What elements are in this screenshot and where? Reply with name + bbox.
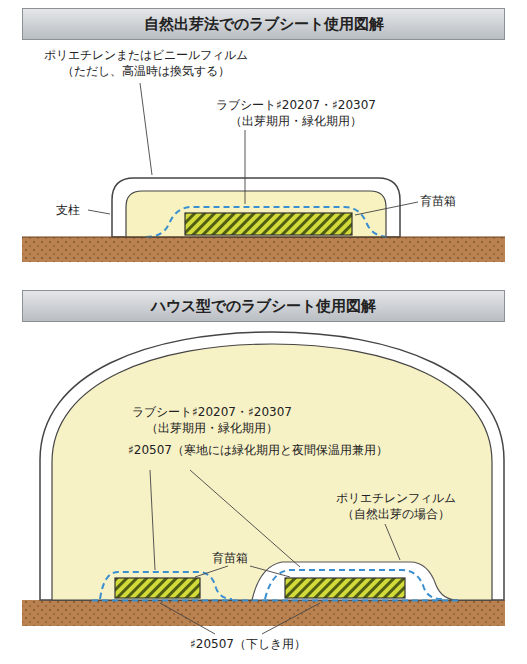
ground (22, 237, 505, 262)
tunnel-illustration (22, 178, 505, 262)
callout-label: ポリエチレンまたはビニールフィルム （ただし、高温時は換気する） (38, 47, 253, 79)
title-bar: ハウス型でのラブシート使用図解 (22, 290, 505, 322)
leader-lines (88, 83, 418, 215)
base-sheet (92, 600, 462, 602)
house-frame (40, 332, 504, 600)
seedling-box (115, 578, 200, 598)
rab-sheet (265, 570, 442, 599)
callout-label: ♯20507（下しき用） (190, 636, 306, 652)
house-inside (52, 344, 492, 600)
callout-label: 育苗箱 (420, 193, 456, 209)
title-bar: 自然出芽法でのラブシート使用図解 (22, 8, 505, 40)
callout-label: ♯20507（寒地には緑化期用と夜間保温用兼用） (128, 442, 388, 458)
rab-sheet (146, 207, 390, 237)
callout-label: 支柱 (56, 202, 80, 218)
house-illustration (22, 332, 505, 626)
callout-label: ラブシート♯20207・♯20307 （出芽期用・緑化期用） (116, 404, 308, 436)
polyethylene-film (252, 562, 458, 600)
film-frame (112, 178, 400, 237)
title-text: 自然出芽法でのラブシート使用図解 (144, 15, 384, 34)
callout-label: 育苗箱 (212, 550, 248, 566)
title-text: ハウス型でのラブシート使用図解 (151, 297, 376, 316)
callout-label: ポリエチレンフィルム （自然出芽の場合） (330, 490, 462, 522)
seedling-box (285, 578, 405, 598)
seedling-box (185, 213, 352, 235)
ground (22, 600, 505, 626)
rab-sheet (100, 572, 232, 599)
callout-label: ラブシート♯20207・♯20307 （出芽期用・緑化期用） (200, 97, 392, 129)
